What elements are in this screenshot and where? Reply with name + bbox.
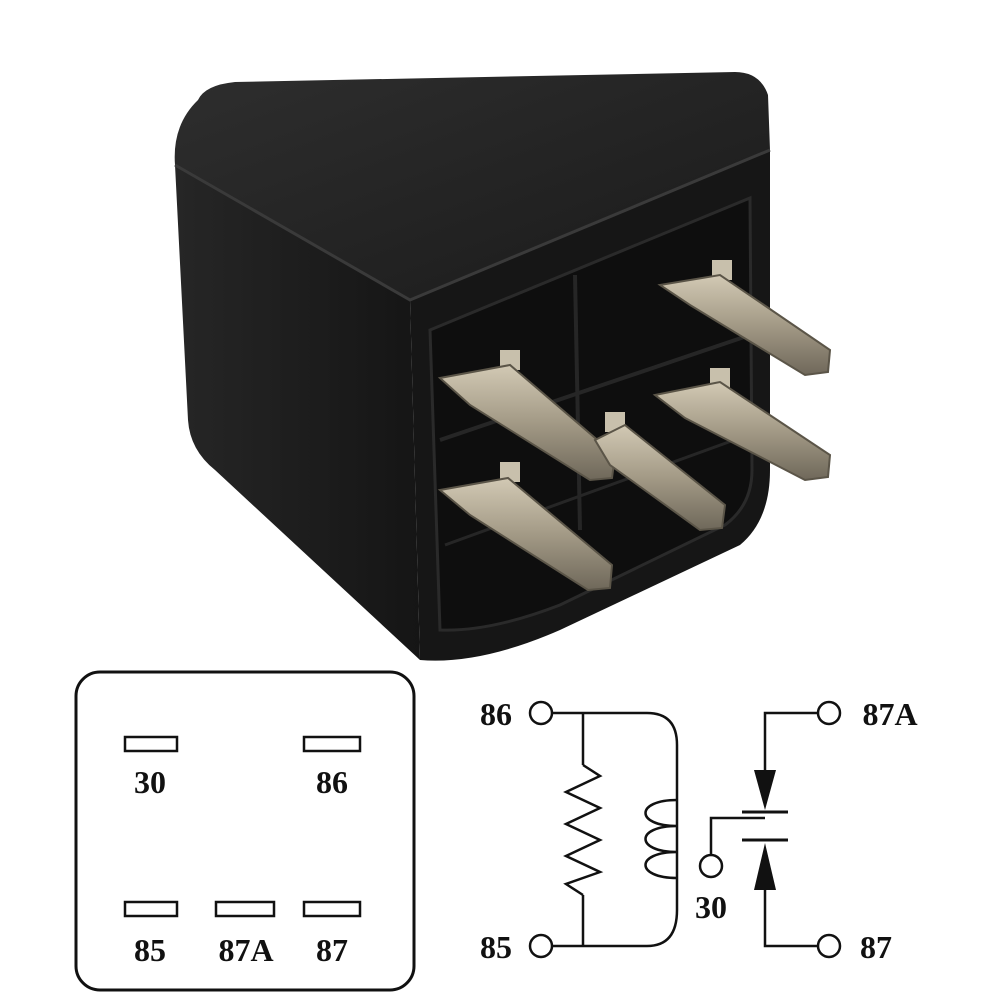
relay-pin-87a xyxy=(593,412,727,532)
terminal-30 xyxy=(698,853,724,879)
pinout-slot-87a xyxy=(214,900,276,918)
schematic-label-87a: 87A xyxy=(862,696,917,732)
pinout-label-86: 86 xyxy=(316,764,348,800)
terminal-86 xyxy=(528,700,554,726)
schematic-label-85: 85 xyxy=(480,929,512,965)
switch-wire-87 xyxy=(763,890,818,948)
relay-pin-87 xyxy=(652,368,832,482)
resistor-symbol xyxy=(563,763,604,897)
pinout-diagram: 30 86 85 87A 87 xyxy=(74,670,416,992)
relay-pin-86 xyxy=(657,260,832,377)
switch-wire-30 xyxy=(709,816,765,855)
pinout-slot-87 xyxy=(302,900,362,918)
relay-housing xyxy=(174,72,771,661)
terminal-87 xyxy=(816,933,842,959)
pinout-slot-85 xyxy=(123,900,179,918)
relay-top-face xyxy=(174,72,771,300)
relay-pin-85 xyxy=(437,462,614,592)
terminal-85 xyxy=(528,933,554,959)
terminal-87a xyxy=(816,700,842,726)
schematic-labels: 86 85 30 87A 87 xyxy=(480,696,918,965)
schematic-label-86: 86 xyxy=(480,696,512,732)
schematic-label-87: 87 xyxy=(860,929,892,965)
relay-side-face xyxy=(175,165,420,660)
pinout-label-85: 85 xyxy=(134,932,166,968)
relay-panel-rib xyxy=(439,333,751,442)
coil-wire xyxy=(552,711,679,948)
pinout-label-30: 30 xyxy=(134,764,166,800)
relay-pins xyxy=(437,260,832,592)
pinout-slot-86 xyxy=(302,735,362,753)
arrow-up-icon xyxy=(754,843,776,890)
coil-symbol xyxy=(644,798,678,880)
relay-edge-highlight xyxy=(174,148,771,302)
pinout-label-87a: 87A xyxy=(218,932,273,968)
relay-panel-rib xyxy=(573,274,582,531)
relay-schematic xyxy=(528,700,842,959)
schematic-label-30: 30 xyxy=(695,889,727,925)
pinout-label-87: 87 xyxy=(316,932,348,968)
arrow-down-icon xyxy=(754,770,776,810)
pinout-slot-30 xyxy=(123,735,179,753)
relay-pin-30 xyxy=(437,350,617,482)
switch-wire-87a xyxy=(763,711,818,770)
